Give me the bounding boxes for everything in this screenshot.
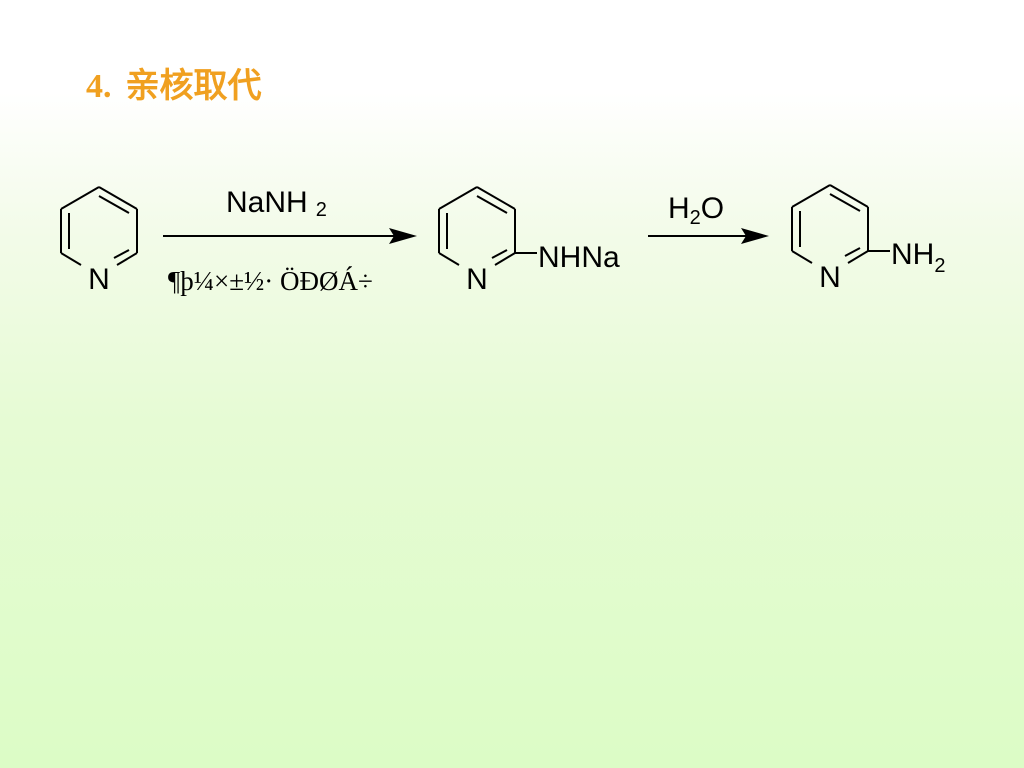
reactant-pyridine: N bbox=[60, 186, 138, 296]
title-number: 4. bbox=[86, 68, 112, 105]
title-text: 亲核取代 bbox=[125, 68, 262, 105]
step1-condition: ¶þ¼×±½· ÖÐØÁ÷ bbox=[168, 266, 373, 296]
intermediate-n-atom: N bbox=[466, 263, 488, 296]
product-substituent: NH2 bbox=[891, 238, 945, 277]
step1-arrow bbox=[163, 228, 417, 244]
slide-title: 4. 亲核取代 bbox=[86, 58, 262, 107]
product-pyridine: N NH2 bbox=[791, 184, 945, 294]
reactant-n-atom: N bbox=[88, 263, 110, 296]
intermediate-pyridine: N NHNa bbox=[438, 186, 620, 296]
step2-reagent: H2O bbox=[668, 192, 724, 229]
step2-arrow bbox=[648, 228, 769, 244]
product-n-atom: N bbox=[819, 261, 841, 294]
intermediate-substituent: NHNa bbox=[538, 241, 620, 274]
